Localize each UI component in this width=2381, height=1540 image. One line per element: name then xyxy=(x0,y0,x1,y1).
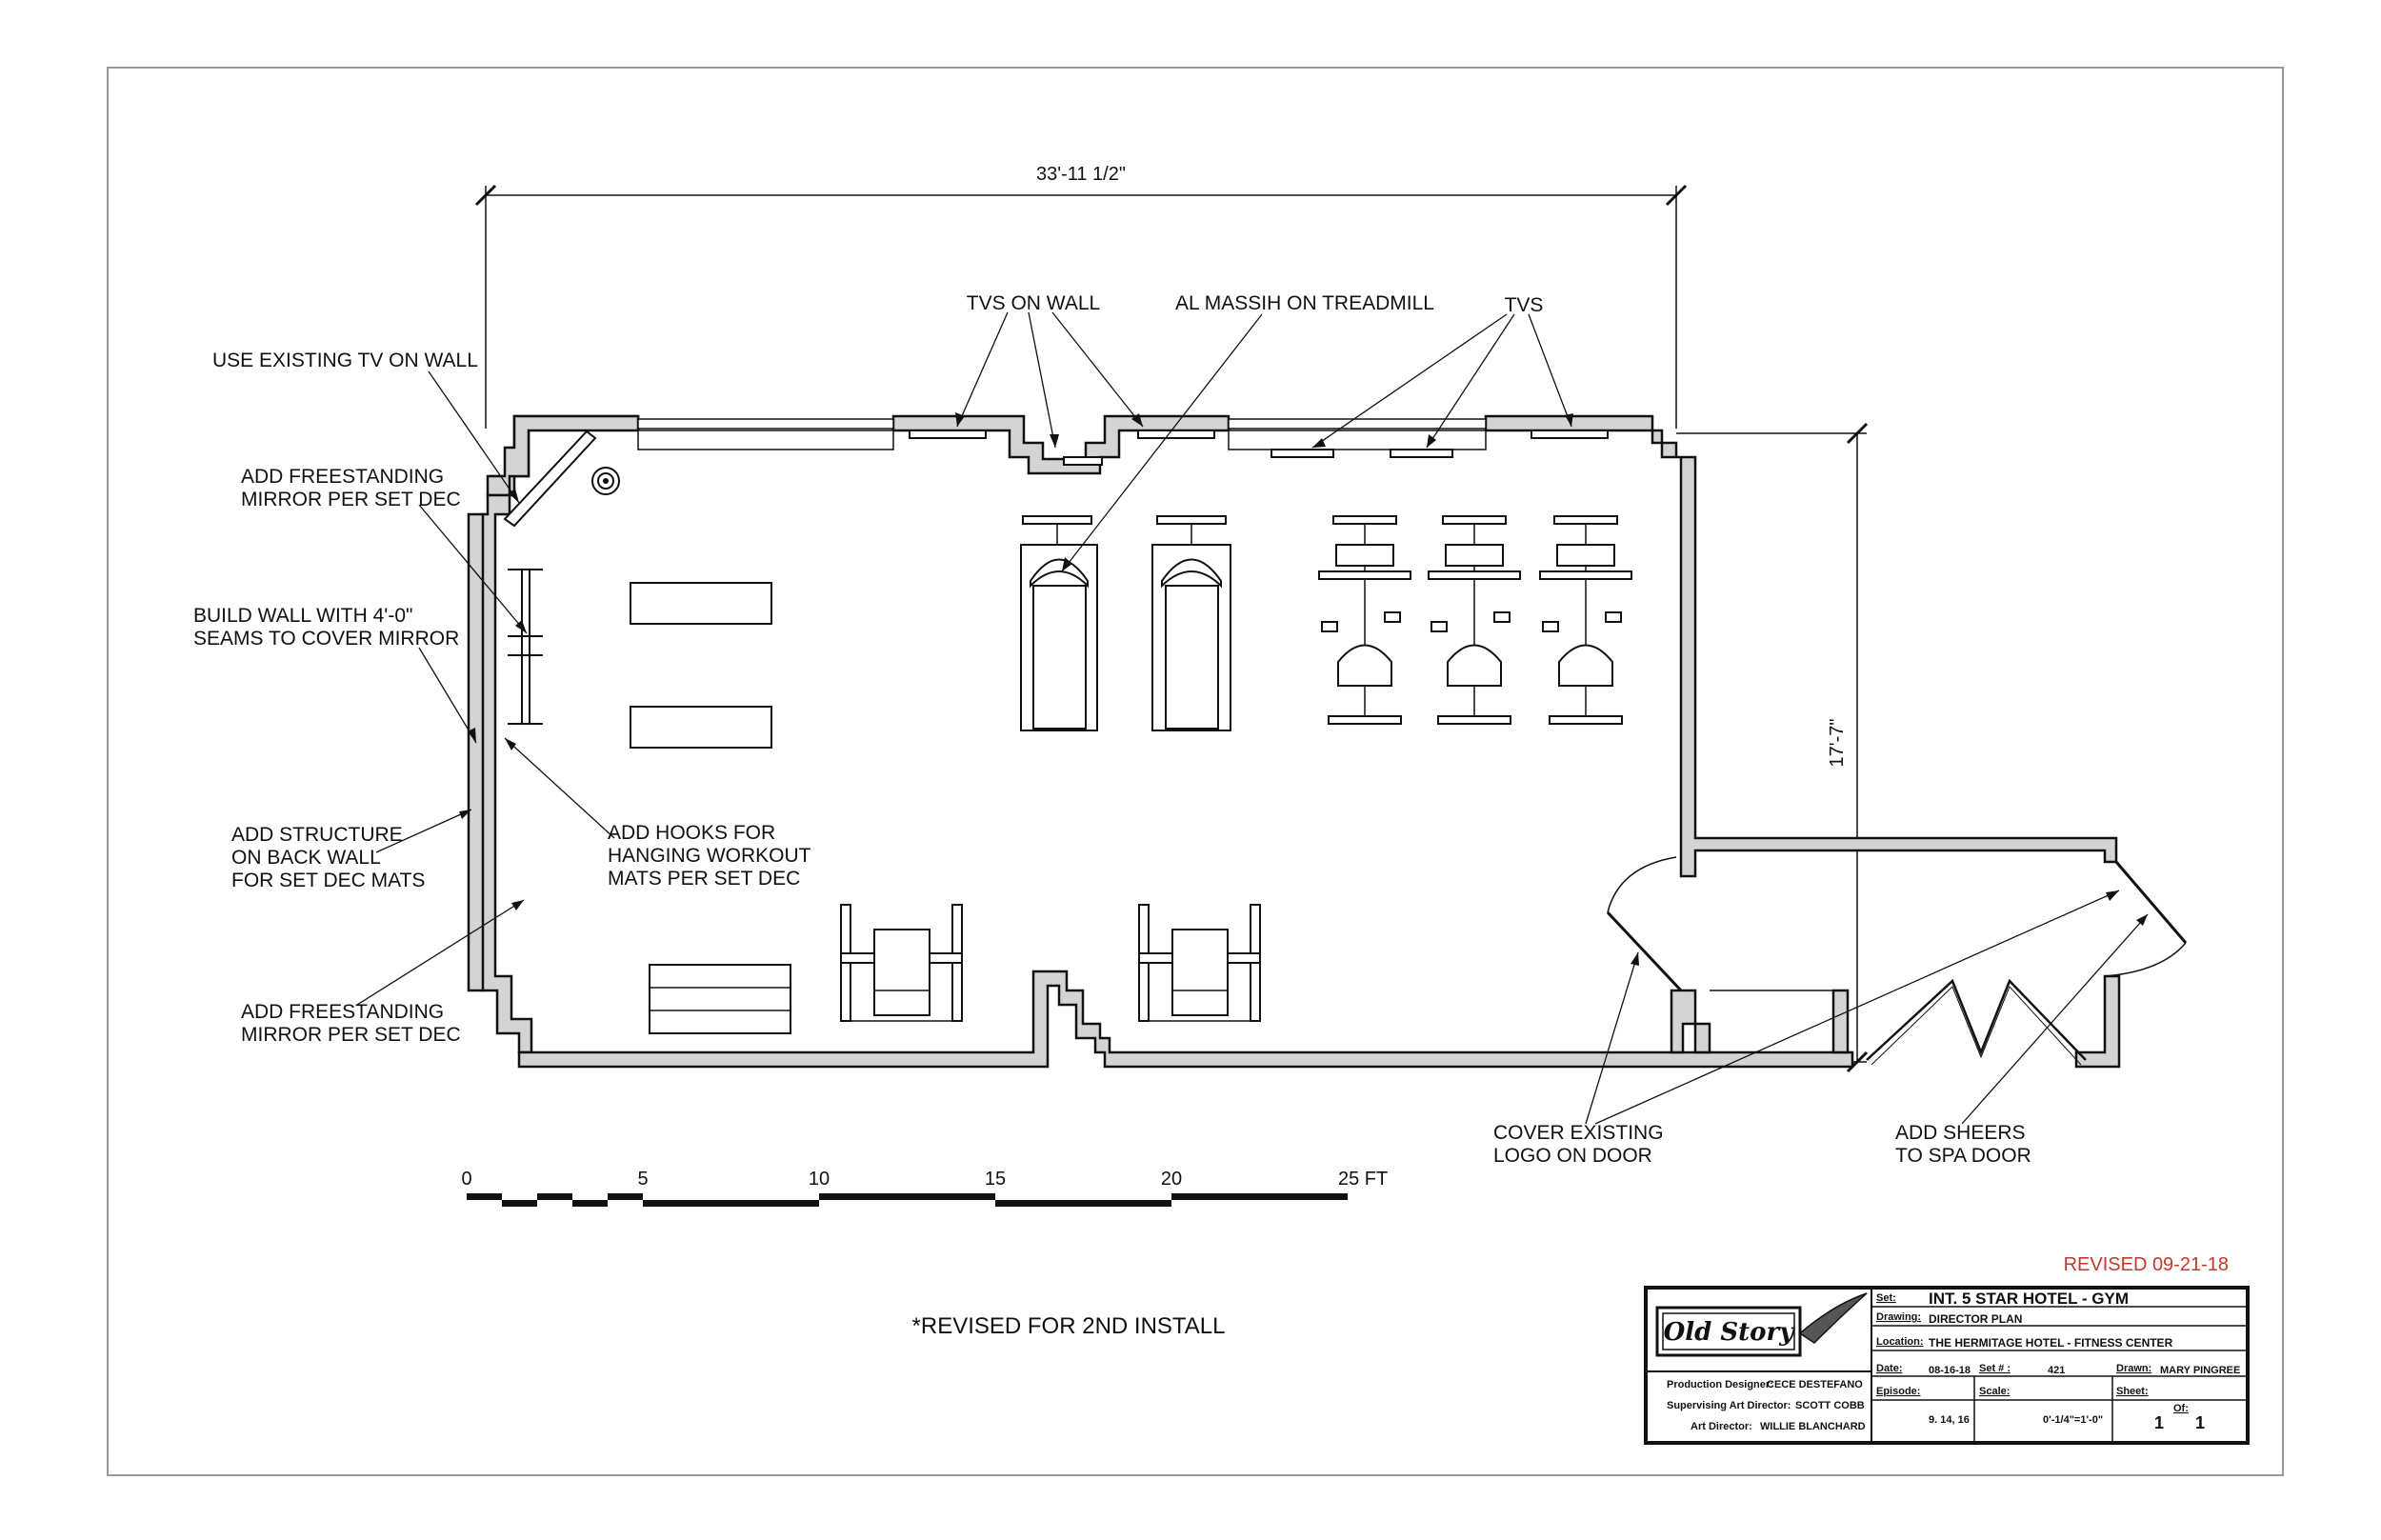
weight-machine xyxy=(840,904,963,1022)
episode-label: Episode: xyxy=(1876,1386,1920,1397)
tv-icon xyxy=(909,430,987,439)
tv-icon xyxy=(1063,456,1103,466)
scale-value: 0'-1/4"=1'-0" xyxy=(2043,1414,2103,1426)
mat-stack xyxy=(649,964,791,1034)
episode-value: 9. 14, 16 xyxy=(1929,1414,1970,1426)
callout-tvs-on-wall: TVS ON WALL xyxy=(967,292,1100,314)
spa-doors xyxy=(1606,856,2188,1066)
width-dimension-label: 33'-11 1/2" xyxy=(1036,164,1126,185)
callout-add-mirror-2-line: ADD FREESTANDING xyxy=(241,1001,444,1023)
height-dimension-label: 17'-7" xyxy=(1827,719,1848,768)
weight-machine xyxy=(1138,904,1261,1022)
sheet-label: Sheet: xyxy=(2116,1386,2149,1397)
bench xyxy=(630,582,772,625)
callout-add-structure-line: FOR SET DEC MATS xyxy=(231,870,425,891)
treadmill xyxy=(1020,515,1098,731)
bench xyxy=(630,706,772,749)
revised-install-note: *REVISED FOR 2ND INSTALL xyxy=(912,1313,1226,1339)
tv-icon xyxy=(1531,430,1609,439)
date-label: Date: xyxy=(1876,1363,1903,1374)
of-value: 1 xyxy=(2195,1413,2205,1432)
callout-use-existing-tv: USE EXISTING TV ON WALL xyxy=(212,350,478,371)
set-number-value: 421 xyxy=(2048,1365,2065,1376)
production-designer-label: Production Designer: xyxy=(1667,1379,1773,1390)
tv-icon xyxy=(1390,449,1453,458)
quill-icon xyxy=(1798,1292,1868,1344)
scale-tick-label: 10 xyxy=(809,1169,830,1190)
width-dimension: 33'-11 1/2" xyxy=(474,164,1688,429)
scale-bar: 0 5 10 15 20 25 FT xyxy=(461,1169,1388,1207)
supervising-ad-value: SCOTT COBB xyxy=(1795,1400,1865,1411)
drawing-value: DIRECTOR PLAN xyxy=(1929,1312,2022,1326)
callout-add-structure-line: ADD STRUCTURE xyxy=(231,824,403,846)
of-label: Of: xyxy=(2173,1403,2189,1414)
callout-add-hooks-line: ADD HOOKS FOR xyxy=(608,822,775,844)
exercise-bike xyxy=(1539,515,1632,725)
art-director-value: WILLIE BLANCHARD xyxy=(1760,1421,1866,1432)
freestanding-mirror-top xyxy=(503,430,620,528)
top-windows xyxy=(637,418,1487,450)
set-label: Set: xyxy=(1876,1292,1896,1304)
scale-tick-label: 20 xyxy=(1161,1169,1182,1190)
callout-tvs: TVS xyxy=(1505,294,1544,316)
location-value: THE HERMITAGE HOTEL - FITNESS CENTER xyxy=(1929,1336,2173,1350)
location-label: Location: xyxy=(1876,1336,1924,1348)
revised-date-note: REVISED 09-21-18 xyxy=(2064,1254,2229,1275)
callout-add-structure-line: ON BACK WALL xyxy=(231,847,381,869)
logo-text: Old Story xyxy=(1664,1318,1796,1347)
callout-build-wall-line: SEAMS TO COVER MIRROR xyxy=(193,628,459,650)
drawn-value: MARY PINGREE xyxy=(2160,1365,2240,1376)
height-dimension: 17'-7" xyxy=(1676,422,1869,1073)
art-director-label: Art Director: xyxy=(1691,1421,1752,1432)
exercise-bike xyxy=(1318,515,1411,725)
exercise-bike xyxy=(1428,515,1521,725)
callout-add-hooks-line: MATS PER SET DEC xyxy=(608,868,800,890)
set-value: INT. 5 STAR HOTEL - GYM xyxy=(1929,1290,2129,1308)
date-value: 08-16-18 xyxy=(1929,1365,1971,1376)
callout-cover-logo-line: COVER EXISTING xyxy=(1493,1122,1664,1144)
callout-cover-logo-line: LOGO ON DOOR xyxy=(1493,1145,1652,1167)
treadmill xyxy=(1151,515,1231,731)
callout-add-sheers-line: ADD SHEERS xyxy=(1895,1122,2026,1144)
callout-add-hooks-line: HANGING WORKOUT xyxy=(608,845,811,867)
old-story-logo: Old Story xyxy=(1655,1292,1868,1357)
scale-tick-label: 5 xyxy=(637,1169,648,1190)
tv-icon xyxy=(1271,449,1334,458)
scale-tick-label: 0 xyxy=(461,1169,471,1190)
leader-arrowheads xyxy=(459,412,2148,966)
callout-add-mirror-2-line: MIRROR PER SET DEC xyxy=(241,1024,461,1046)
callout-add-mirror-line: ADD FREESTANDING xyxy=(241,466,444,488)
set-number-label: Set # : xyxy=(1979,1363,2011,1374)
tv-units xyxy=(909,430,1609,466)
callout-add-sheers-line: TO SPA DOOR xyxy=(1895,1145,2031,1167)
supervising-ad-label: Supervising Art Director: xyxy=(1667,1400,1791,1411)
scale-tick-label: 25 FT xyxy=(1338,1169,1388,1190)
drawn-label: Drawn: xyxy=(2116,1363,2151,1374)
drawing-label: Drawing: xyxy=(1876,1311,1921,1323)
sheet-value: 1 xyxy=(2154,1413,2164,1432)
mat-rack xyxy=(508,569,543,725)
production-designer-value: CECE DESTEFANO xyxy=(1767,1379,1863,1390)
scale-label: Scale: xyxy=(1979,1386,2010,1397)
callout-build-wall-line: BUILD WALL WITH 4'-0" xyxy=(193,605,412,627)
sheet-border xyxy=(107,67,2284,1476)
title-block: Old Story Production Designer: CECE DEST… xyxy=(1644,1286,2250,1445)
callout-al-massih: AL MASSIH ON TREADMILL xyxy=(1175,292,1434,314)
leader-lines xyxy=(356,311,2149,1125)
tv-icon xyxy=(1137,430,1215,439)
callout-labels: TVS ON WALL AL MASSIH ON TREADMILL TVS U… xyxy=(193,292,2031,1167)
scale-tick-label: 15 xyxy=(985,1169,1006,1190)
callout-add-mirror-line: MIRROR PER SET DEC xyxy=(241,489,461,510)
